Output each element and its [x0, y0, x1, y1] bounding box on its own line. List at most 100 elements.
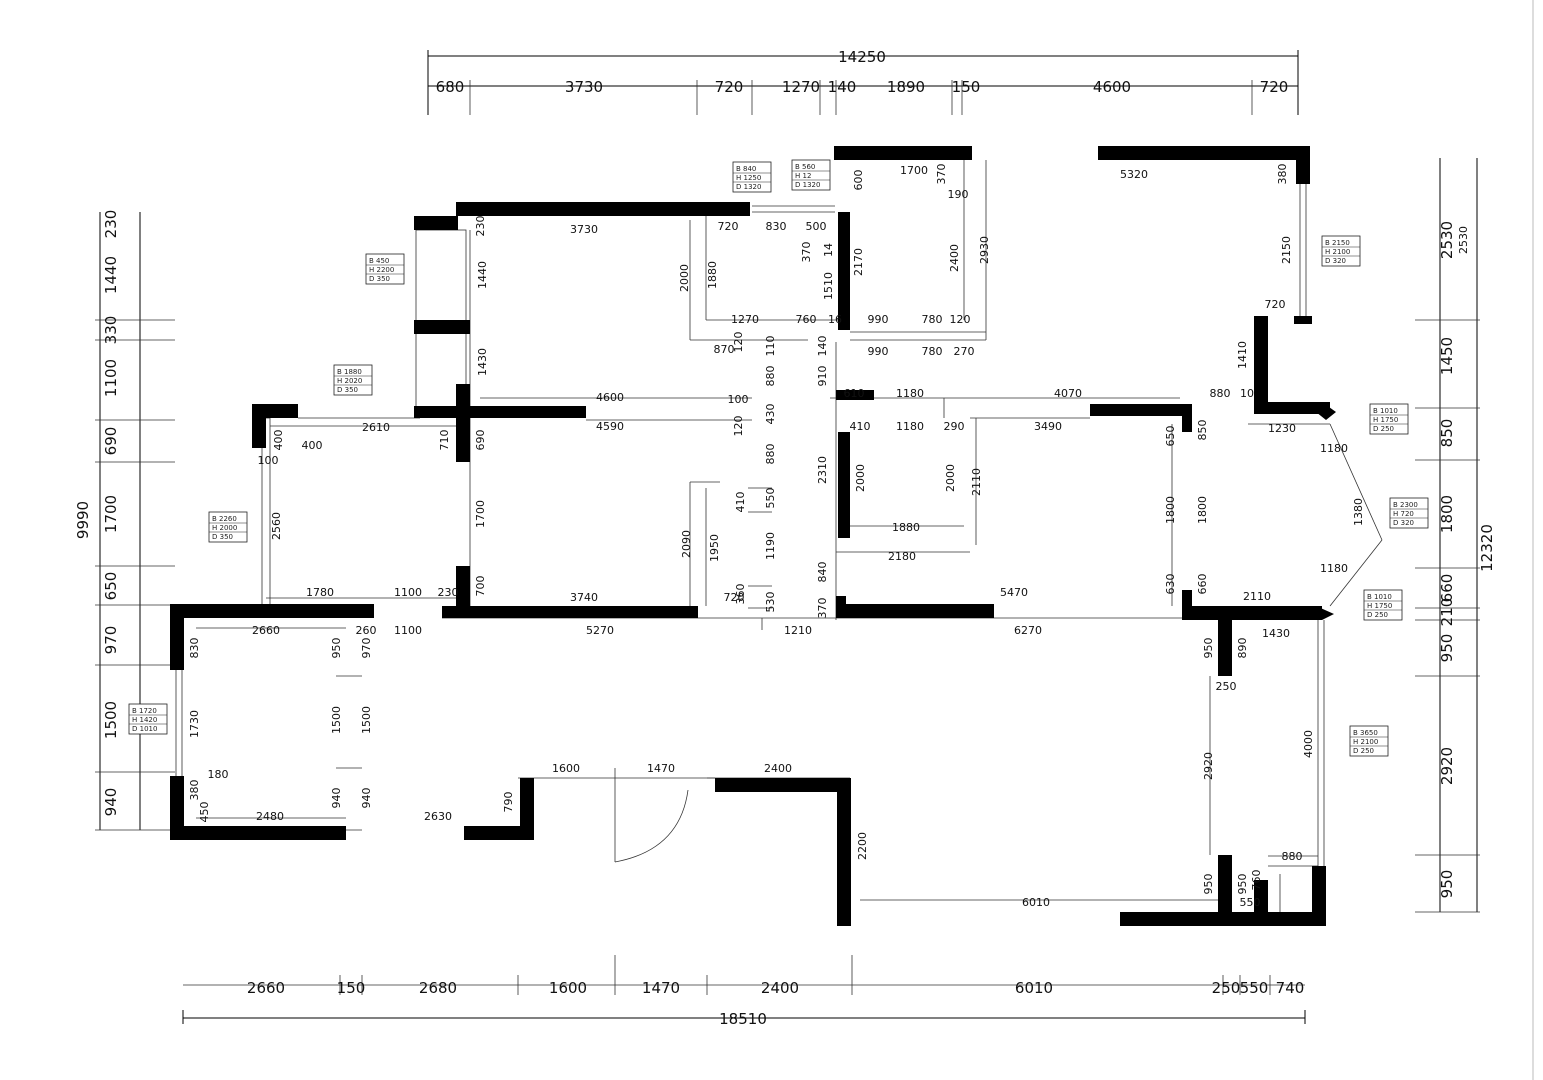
room-dimension-label: 400: [272, 430, 285, 451]
opening-spec-line: H 2200: [369, 266, 394, 274]
room-dimension-label: 1410: [1236, 341, 1249, 369]
room-dimension-label: 1380: [1352, 498, 1365, 526]
room-dimension-label: 450: [198, 802, 211, 823]
right-seg-label: 950: [1438, 870, 1456, 899]
room-dimension-label: 2000: [944, 464, 957, 492]
opening-spec-line: B 1010: [1373, 407, 1398, 415]
room-dimension-label: 2530: [1457, 226, 1470, 254]
room-dimension-label: 380: [188, 780, 201, 801]
room-dimension-label: 5270: [586, 624, 614, 637]
room-dimension-label: 2930: [978, 236, 991, 264]
room-dimension-label: 2480: [256, 810, 284, 823]
room-dimension-label: 2110: [1243, 590, 1271, 603]
opening-spec-line: B 1720: [132, 707, 157, 715]
room-dimension-label: 120: [732, 416, 745, 437]
room-dimension-label: 1950: [708, 534, 721, 562]
room-dimension-label: 100: [728, 393, 749, 406]
room-dimension-label: 3730: [570, 223, 598, 236]
room-dimension-label: 3490: [1034, 420, 1062, 433]
room-dimension-label: 1510: [822, 272, 835, 300]
room-dimension-label: 780: [922, 345, 943, 358]
left-seg-label: 230: [102, 210, 120, 239]
room-dimension-label: 4590: [596, 420, 624, 433]
room-dimension-label: 760: [1250, 870, 1263, 891]
room-dimension-label: 1180: [896, 387, 924, 400]
opening-spec-line: H 12: [795, 172, 811, 180]
room-dimension-label: 100: [258, 454, 279, 467]
top-seg-label: 720: [715, 78, 744, 96]
room-dimension-label: 4600: [596, 391, 624, 404]
right-seg-label: 1450: [1438, 337, 1456, 375]
room-dimension-label: 760: [796, 313, 817, 326]
opening-spec-line: B 840: [736, 165, 756, 173]
opening-spec-line: H 1250: [736, 174, 761, 182]
left-dimension-labels: 9990 230 1440 330 1100 690 1700 650 970 …: [74, 210, 120, 817]
room-dimension-label: 370: [800, 242, 813, 263]
room-dimension-label: 2170: [852, 248, 865, 276]
room-dimension-label: 1180: [1320, 562, 1348, 575]
right-seg-label: 2530: [1438, 221, 1456, 259]
opening-spec-line: D 320: [1393, 519, 1414, 527]
bottom-seg-label: 6010: [1015, 979, 1053, 997]
room-dimension-label: 610: [844, 387, 865, 400]
room-dimension-label: 430: [764, 404, 777, 425]
left-seg-label: 650: [102, 572, 120, 601]
room-dimension-label: 950: [1236, 874, 1249, 895]
room-dimension-label: 1730: [188, 710, 201, 738]
room-dimension-label: 120: [732, 332, 745, 353]
opening-spec-line: B 3650: [1353, 729, 1378, 737]
room-dimension-label: 2630: [424, 810, 452, 823]
top-seg-label: 1270: [782, 78, 820, 96]
opening-spec-line: H 2100: [1353, 738, 1378, 746]
bottom-seg-label: 2660: [247, 979, 285, 997]
room-dimension-label: 990: [868, 313, 889, 326]
bottom-seg-label: 1470: [642, 979, 680, 997]
opening-spec-line: D 250: [1353, 747, 1374, 755]
left-seg-label: 1440: [102, 256, 120, 294]
room-dimension-label: 230: [438, 586, 459, 599]
opening-spec-line: B 2150: [1325, 239, 1350, 247]
room-dimension-label: 360: [734, 584, 747, 605]
room-dimension-label: 2000: [678, 264, 691, 292]
room-dimension-label: 880: [764, 444, 777, 465]
opening-spec-line: D 1320: [795, 181, 820, 189]
room-dimension-label: 2110: [970, 468, 983, 496]
opening-spec-line: B 1880: [337, 368, 362, 376]
room-dimension-label: 720: [1265, 298, 1286, 311]
room-dimension-label: 1100: [394, 624, 422, 637]
room-dimension-label: 410: [734, 492, 747, 513]
left-seg-label: 1100: [102, 359, 120, 397]
top-seg-label: 720: [1260, 78, 1289, 96]
room-dimension-label: 14: [822, 243, 835, 257]
room-dimension-label: 5320: [1120, 168, 1148, 181]
opening-spec-line: B 2300: [1393, 501, 1418, 509]
room-dimension-label: 260: [356, 624, 377, 637]
room-dimension-label: 5470: [1000, 586, 1028, 599]
room-dimension-label: 290: [944, 420, 965, 433]
opening-spec-line: D 320: [1325, 257, 1346, 265]
room-dimension-label: 1180: [896, 420, 924, 433]
room-dimension-label: 830: [188, 638, 201, 659]
room-dimension-label: 2000: [854, 464, 867, 492]
top-seg-label: 1890: [887, 78, 925, 96]
room-dimension-label: 700: [474, 576, 487, 597]
room-dimension-label: 1880: [892, 521, 920, 534]
room-dimension-label: 710: [438, 430, 451, 451]
room-dimension-label: 950: [1202, 638, 1215, 659]
right-seg-label: 210: [1438, 598, 1456, 627]
room-dimension-label: 370: [935, 164, 948, 185]
room-dimension-label: 870: [714, 343, 735, 356]
room-dimension-label: 1180: [1320, 442, 1348, 455]
room-dimension-label: 1470: [647, 762, 675, 775]
room-dimension-label: 890: [1236, 638, 1249, 659]
room-dimension-label: 840: [816, 562, 829, 583]
room-dimension-label: 880: [1282, 850, 1303, 863]
room-dimension-label: 850: [1196, 420, 1209, 441]
